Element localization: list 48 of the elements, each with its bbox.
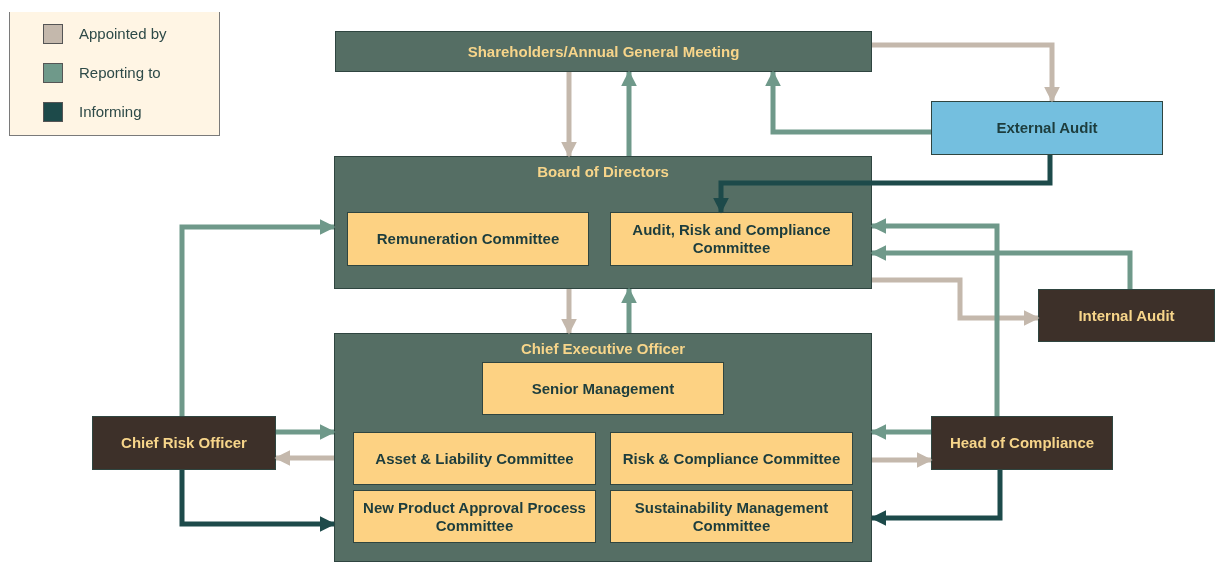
box-heading: Board of Directors <box>536 163 670 181</box>
box-label: Head of Compliance <box>948 434 1096 452</box>
legend-label: Informing <box>79 103 142 120</box>
arrow <box>179 470 336 532</box>
officer-box <box>92 416 276 470</box>
arrow <box>870 218 1000 416</box>
box-label: Senior Management <box>530 379 676 398</box>
arrow <box>765 70 931 135</box>
box-label: External Audit <box>995 119 1099 137</box>
legend-label: Reporting to <box>79 64 161 81</box>
committee-box <box>347 212 589 266</box>
arrow <box>621 287 637 333</box>
arrow <box>274 450 334 466</box>
governance-panel <box>334 333 872 562</box>
box-label: Asset & Liability Committee <box>374 449 575 468</box>
box-label: Risk & Compliance Committee <box>621 449 842 468</box>
arrow <box>276 424 336 440</box>
committee-box <box>482 362 724 415</box>
officer-box <box>931 416 1113 470</box>
governance-box <box>335 31 872 72</box>
audit-box <box>931 101 1163 155</box>
arrow <box>621 70 637 156</box>
governance-panel <box>334 156 872 289</box>
box-label: Sustainability Management Committee <box>633 498 830 535</box>
box-label: Chief Risk Officer <box>120 434 248 452</box>
arrow <box>179 219 336 416</box>
arrow <box>561 72 577 158</box>
box-label: New Product Approval Process Committee <box>362 498 587 535</box>
committee-box <box>610 212 853 266</box>
arrow <box>872 42 1060 103</box>
arrow <box>561 289 577 335</box>
arrow <box>870 245 1133 289</box>
box-label: Internal Audit <box>1077 306 1176 325</box>
committee-box <box>610 432 853 485</box>
committee-box <box>353 490 596 543</box>
arrow <box>870 424 931 440</box>
box-label: Audit, Risk and Compliance Committee <box>631 221 832 257</box>
legend-label: Appointed by <box>79 25 167 42</box>
box-label: Shareholders/Annual General Meeting <box>466 42 741 61</box>
box-heading: Chief Executive Officer <box>519 340 687 358</box>
arrow <box>872 277 1040 326</box>
arrow <box>872 452 933 468</box>
committee-box <box>353 432 596 485</box>
officer-box <box>1038 289 1215 342</box>
arrow <box>713 155 1053 214</box>
box-label: Remuneration Committee <box>375 230 561 248</box>
arrow <box>870 470 1003 526</box>
committee-box <box>610 490 853 543</box>
